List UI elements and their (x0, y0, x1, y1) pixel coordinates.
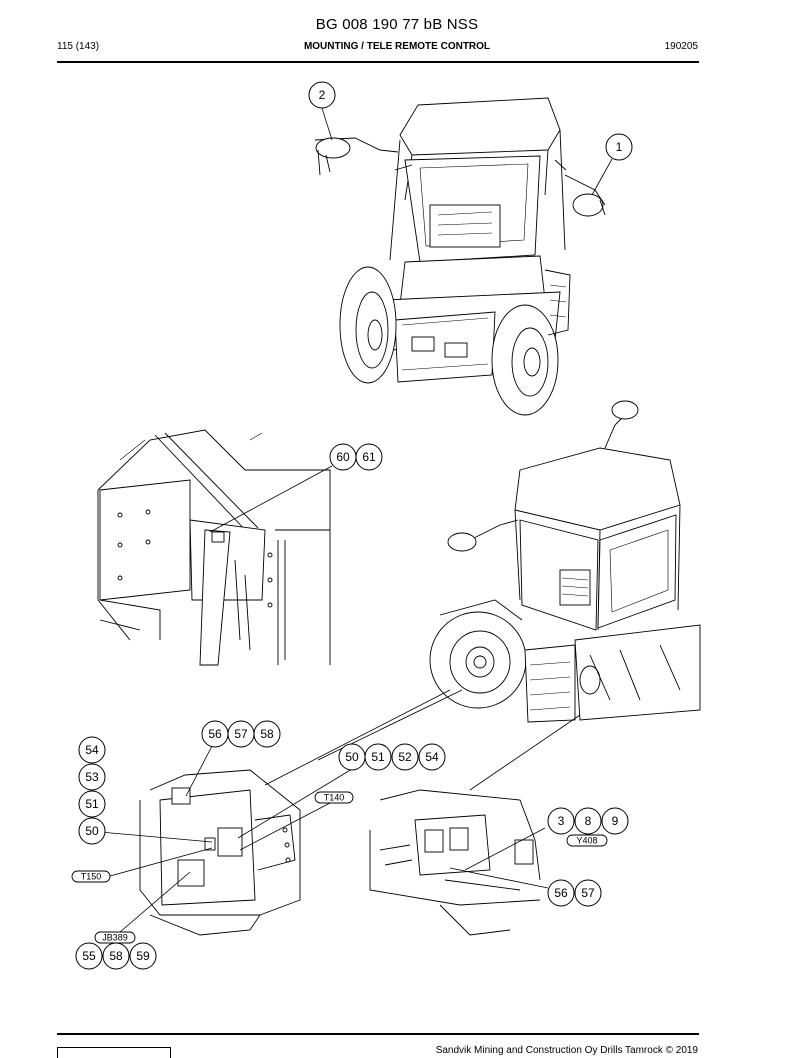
tag-t150: T150 (71, 870, 111, 883)
callout-51: 51 (78, 790, 106, 818)
callout-57: 57 (574, 879, 602, 907)
svg-text:50: 50 (85, 824, 99, 838)
detail-view-valve-block (369, 789, 541, 936)
section-title: MOUNTING / TELE REMOTE CONTROL (303, 41, 491, 52)
svg-text:T140: T140 (324, 793, 345, 803)
callout-8: 8 (574, 807, 602, 835)
callout-59: 59 (129, 942, 157, 970)
callout-54: 54 (418, 743, 446, 771)
callout-52: 52 (391, 743, 419, 771)
tag-y408: Y408 (566, 834, 608, 847)
detail-view-control-box (139, 769, 301, 936)
svg-text:56: 56 (554, 886, 568, 900)
svg-text:3: 3 (558, 814, 565, 828)
vehicle-front-view (314, 97, 606, 416)
callout-54: 54 (78, 736, 106, 764)
callout-56: 56 (547, 879, 575, 907)
callout-1: 1 (605, 133, 633, 161)
callout-3: 3 (547, 807, 575, 835)
callout-61: 61 (355, 443, 383, 471)
callout-53: 53 (78, 763, 106, 791)
svg-text:61: 61 (362, 450, 376, 464)
svg-text:58: 58 (109, 949, 123, 963)
svg-text:52: 52 (398, 750, 412, 764)
callout-50: 50 (78, 817, 106, 845)
svg-text:55: 55 (82, 949, 96, 963)
svg-text:Y408: Y408 (576, 836, 597, 846)
callout-2: 2 (308, 81, 336, 109)
callout-57: 57 (227, 720, 255, 748)
svg-text:57: 57 (234, 727, 248, 741)
svg-text:58: 58 (260, 727, 274, 741)
copyright-text: Sandvik Mining and Construction Oy Drill… (435, 1045, 698, 1056)
svg-text:56: 56 (208, 727, 222, 741)
svg-text:51: 51 (371, 750, 385, 764)
svg-text:57: 57 (581, 886, 595, 900)
document-number: BG 008 190 77 bB NSS (315, 16, 479, 33)
callout-56: 56 (201, 720, 229, 748)
date-code: 190205 (664, 41, 698, 52)
callout-50: 50 (338, 743, 366, 771)
svg-text:2: 2 (319, 88, 326, 102)
svg-text:60: 60 (336, 450, 350, 464)
callout-55: 55 (75, 942, 103, 970)
svg-text:8: 8 (585, 814, 592, 828)
svg-text:51: 51 (85, 797, 99, 811)
svg-text:53: 53 (85, 770, 99, 784)
svg-text:54: 54 (425, 750, 439, 764)
svg-text:59: 59 (136, 949, 150, 963)
vehicle-rear-view (429, 400, 701, 723)
callout-9: 9 (601, 807, 629, 835)
footer-rule (57, 1033, 699, 1035)
detail-view-cab-bracket (97, 429, 331, 666)
tag-jb389: JB389 (94, 931, 136, 944)
callout-58: 58 (253, 720, 281, 748)
callout-58: 58 (102, 942, 130, 970)
callout-60: 60 (329, 443, 357, 471)
header-rule (57, 61, 699, 63)
svg-text:50: 50 (345, 750, 359, 764)
callout-51: 51 (364, 743, 392, 771)
svg-text:JB389: JB389 (102, 933, 128, 943)
svg-text:1: 1 (616, 140, 623, 154)
tag-t140: T140 (314, 791, 354, 804)
svg-text:9: 9 (612, 814, 619, 828)
svg-text:54: 54 (85, 743, 99, 757)
page-number: 115 (143) (57, 41, 100, 52)
svg-text:T150: T150 (81, 872, 102, 882)
